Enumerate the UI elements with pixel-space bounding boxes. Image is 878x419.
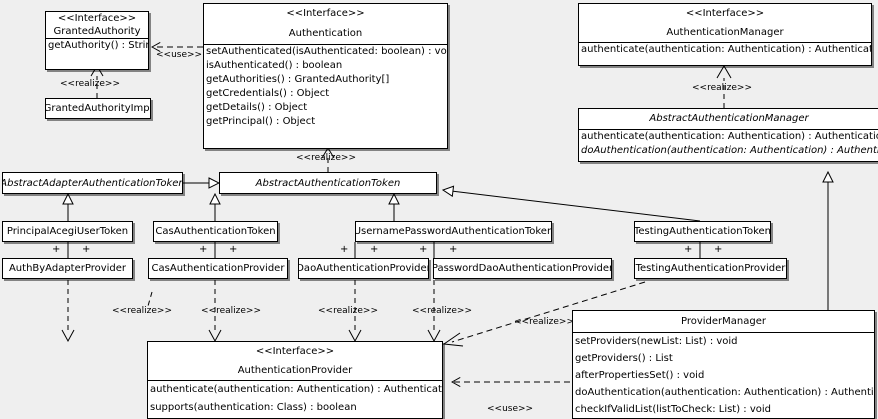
operation: setAuthenticated(isAuthenticated: boolea… xyxy=(206,46,448,57)
class-box-principal-acegi-user-token[interactable]: PrincipalAcegiUserToken xyxy=(2,221,133,242)
operation: getAuthority() : String xyxy=(48,40,149,51)
class-stereotype: <<Interface>> xyxy=(685,8,765,19)
association-marker-plus: + xyxy=(199,244,208,255)
class-box-dao-authentication-provider[interactable]: DaoAuthenticationProvider xyxy=(298,258,429,279)
edge-label-realize-abstract-authentication-token: <<realize>> xyxy=(296,153,356,163)
association-marker-plus: + xyxy=(714,244,723,255)
operation: afterPropertiesSet() : void xyxy=(575,370,705,381)
class-box-granted-authority[interactable]: <<Interface>> GrantedAuthority getAuthor… xyxy=(45,11,149,70)
operation: doAuthentication(authentication: Authent… xyxy=(575,387,875,398)
class-name: Authentication xyxy=(288,28,363,39)
class-name: GrantedAuthorityImpl xyxy=(45,103,151,114)
class-box-username-password-authentication-token[interactable]: UsernamePasswordAuthenticationToken xyxy=(355,221,552,242)
edge-label-realize-password-dao-authentication-provider: <<realize>> xyxy=(412,306,472,316)
class-separator xyxy=(579,42,871,43)
class-name: AbstractAuthenticationToken xyxy=(255,177,401,189)
class-stereotype: <<Interface>> xyxy=(57,13,137,24)
edge-label-realize-dao-authentication-provider: <<realize>> xyxy=(318,306,378,316)
operation: isAuthenticated() : boolean xyxy=(206,60,343,71)
edge-label-use-granted-authority: <<use>> xyxy=(156,50,203,60)
edge-label-realize-abstract-authentication-manager: <<realize>> xyxy=(692,83,752,93)
class-stereotype: <<Interface>> xyxy=(286,8,365,19)
class-box-password-dao-authentication-provider[interactable]: PasswordDaoAuthenticationProvider xyxy=(433,258,612,279)
class-operations: setAuthenticated(isAuthenticated: boolea… xyxy=(204,45,447,129)
class-separator xyxy=(204,44,447,45)
class-name: TestingAuthenticationToken xyxy=(634,226,771,237)
class-box-authentication[interactable]: <<Interface>> Authentication setAuthenti… xyxy=(203,3,448,149)
class-box-abstract-authentication-manager[interactable]: AbstractAuthenticationManager authentica… xyxy=(578,108,878,162)
class-name: PasswordDaoAuthenticationProvider xyxy=(433,263,612,274)
operation: getCredentials() : Object xyxy=(206,88,330,99)
class-box-authentication-provider[interactable]: <<Interface>> AuthenticationProvider aut… xyxy=(147,341,443,419)
association-marker-plus: + xyxy=(449,244,458,255)
class-name: AuthenticationManager xyxy=(666,27,784,38)
class-separator xyxy=(579,129,878,130)
class-name: GrantedAuthority xyxy=(53,26,141,37)
class-box-abstract-authentication-token[interactable]: AbstractAuthenticationToken xyxy=(219,172,437,194)
association-marker-plus: + xyxy=(340,244,349,255)
class-box-testing-authentication-token[interactable]: TestingAuthenticationToken xyxy=(634,221,771,242)
class-separator xyxy=(148,380,442,381)
association-marker-plus: + xyxy=(684,244,693,255)
class-operations: getAuthority() : String xyxy=(46,39,148,53)
association-marker-plus: + xyxy=(229,244,238,255)
class-name: TestingAuthenticationProvider xyxy=(635,263,786,274)
operation: getDetails() : Object xyxy=(206,102,308,113)
class-name: AuthenticationProvider xyxy=(237,365,353,376)
class-box-cas-authentication-token[interactable]: CasAuthenticationToken xyxy=(153,221,278,242)
edge-label-realize-auth-by-adapter-provider: <<realize>> xyxy=(112,306,172,316)
class-box-testing-authentication-provider[interactable]: TestingAuthenticationProvider xyxy=(634,258,787,279)
operation: authenticate(authentication: Authenticat… xyxy=(581,44,872,55)
class-box-cas-authentication-provider[interactable]: CasAuthenticationProvider xyxy=(148,258,288,279)
class-separator xyxy=(573,332,874,333)
association-marker-plus: + xyxy=(52,244,61,255)
edge-label-realize-granted-authority-impl: <<realize>> xyxy=(60,79,120,89)
class-operations: setProviders(newList: List) : void getPr… xyxy=(573,333,874,418)
operation: doAuthentication(authentication: Authent… xyxy=(581,145,878,156)
class-operations: authenticate(authentication: Authenticat… xyxy=(579,43,871,57)
association-marker-plus: + xyxy=(82,244,91,255)
class-operations: authenticate(authentication: Authenticat… xyxy=(148,381,442,417)
association-marker-plus: + xyxy=(419,244,428,255)
class-name: CasAuthenticationToken xyxy=(155,226,276,237)
operation: getAuthorities() : GrantedAuthority[] xyxy=(206,74,390,85)
operation: authenticate(authentication: Authenticat… xyxy=(150,384,443,395)
operation: supports(authentication: Class) : boolea… xyxy=(150,402,357,413)
edge-label-use-provider-manager: <<use>> xyxy=(487,404,534,414)
class-name: UsernamePasswordAuthenticationToken xyxy=(355,226,552,237)
class-name: AuthByAdapterProvider xyxy=(8,263,127,274)
edge-label-realize-testing-authentication-provider: <<realize>> xyxy=(514,317,574,327)
association-marker-plus: + xyxy=(370,244,379,255)
class-separator xyxy=(46,38,148,39)
class-stereotype: <<Interface>> xyxy=(255,346,335,357)
class-name: ProviderManager xyxy=(680,316,766,327)
operation: getProviders() : List xyxy=(575,353,673,364)
operation: checkIfValidList(listToCheck: List) : vo… xyxy=(575,404,772,415)
operation: authenticate(authentication: Authenticat… xyxy=(581,131,878,142)
class-box-authentication-manager[interactable]: <<Interface>> AuthenticationManager auth… xyxy=(578,3,872,66)
class-name: AbstractAuthenticationManager xyxy=(649,113,809,124)
class-box-auth-by-adapter-provider[interactable]: AuthByAdapterProvider xyxy=(2,258,133,279)
class-box-granted-authority-impl[interactable]: GrantedAuthorityImpl xyxy=(45,98,151,119)
class-name: DaoAuthenticationProvider xyxy=(298,263,429,274)
operation: getPrincipal() : Object xyxy=(206,116,316,127)
operation: setProviders(newList: List) : void xyxy=(575,336,738,347)
class-operations: authenticate(authentication: Authenticat… xyxy=(579,130,878,158)
class-box-abstract-adapter-authentication-token[interactable]: AbstractAdapterAuthenticationToken xyxy=(2,172,183,194)
class-name: CasAuthenticationProvider xyxy=(151,263,285,274)
class-name: PrincipalAcegiUserToken xyxy=(6,226,129,237)
class-name: AbstractAdapterAuthenticationToken xyxy=(2,177,183,189)
class-box-provider-manager[interactable]: ProviderManager setProviders(newList: Li… xyxy=(572,310,875,419)
edge-label-realize-cas-authentication-provider: <<realize>> xyxy=(201,306,261,316)
